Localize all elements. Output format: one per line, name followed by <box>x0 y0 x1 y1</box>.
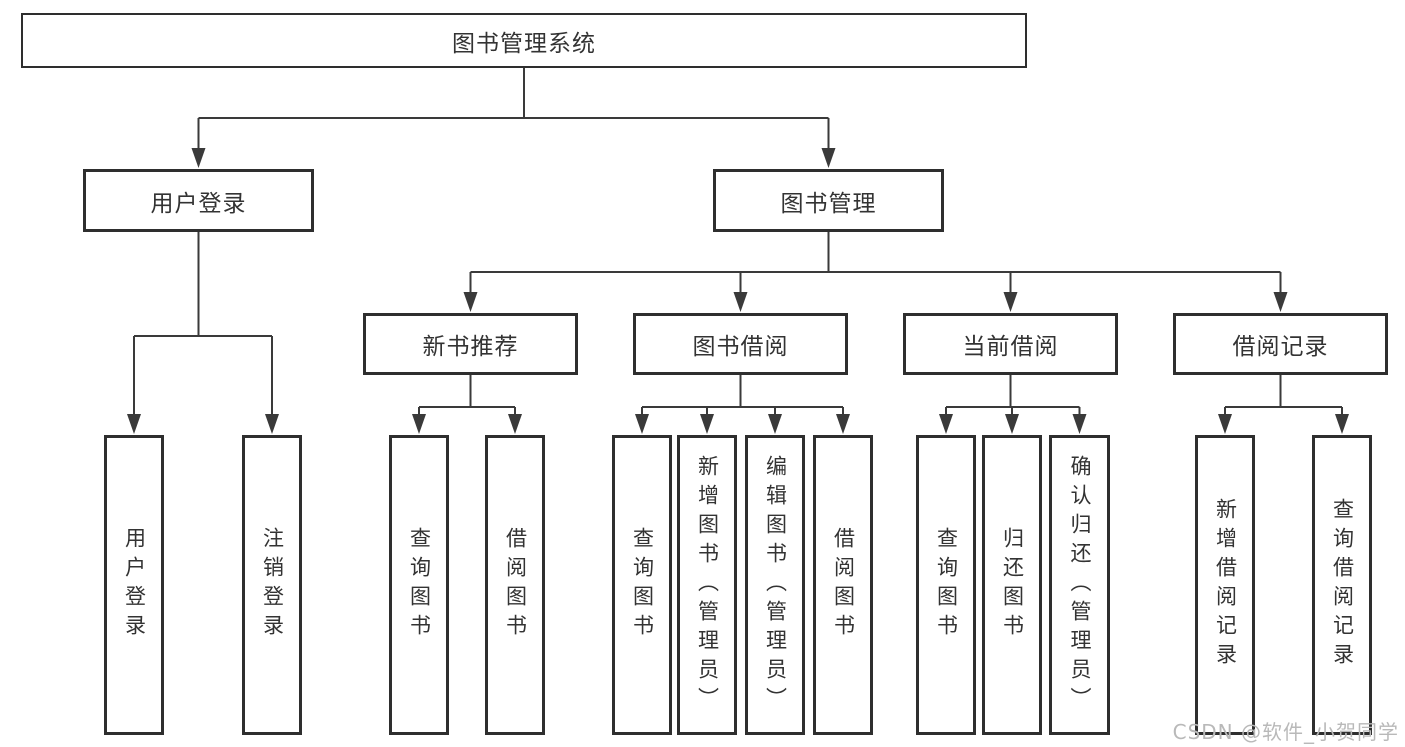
node-label: 查询图书 <box>630 527 655 643</box>
node-label: 查询图书 <box>934 527 959 643</box>
leaf-query-books-recommend: 查询图书 <box>389 435 449 735</box>
node-label: 用户登录 <box>122 527 147 643</box>
node-new-book-recommendation: 新书推荐 <box>363 313 578 375</box>
node-label: 注销登录 <box>260 527 285 643</box>
node-borrowing-records: 借阅记录 <box>1173 313 1388 375</box>
leaf-edit-book-admin: 编辑图书（管理员） <box>745 435 805 735</box>
leaf-logout: 注销登录 <box>242 435 302 735</box>
node-label: 借阅图书 <box>831 527 856 643</box>
leaf-add-book-admin: 新增图书（管理员） <box>677 435 737 735</box>
node-library-management-system: 图书管理系统 <box>21 13 1027 68</box>
leaf-confirm-return-admin: 确认归还（管理员） <box>1049 435 1110 735</box>
node-label: 确认归还（管理员） <box>1068 454 1093 716</box>
leaf-query-books-borrow: 查询图书 <box>612 435 672 735</box>
node-label: 新书推荐 <box>422 334 519 360</box>
node-label: 图书管理 <box>780 190 877 217</box>
csdn-watermark: CSDN @软件_小贺同学 <box>1172 720 1399 744</box>
node-user-login: 用户登录 <box>83 169 314 232</box>
node-label: 新增图书（管理员） <box>695 454 720 716</box>
leaf-borrow-books-borrow: 借阅图书 <box>813 435 873 735</box>
leaf-query-books-current: 查询图书 <box>916 435 976 735</box>
leaf-borrow-books-recommend: 借阅图书 <box>485 435 545 735</box>
node-label: 归还图书 <box>1000 527 1025 643</box>
node-label: 编辑图书（管理员） <box>763 454 788 716</box>
node-label: 用户登录 <box>150 190 247 217</box>
node-label: 当前借阅 <box>962 334 1059 360</box>
node-label: 查询图书 <box>407 527 432 643</box>
node-label: 图书借阅 <box>692 334 789 360</box>
node-book-borrowing: 图书借阅 <box>633 313 848 375</box>
node-label: 新增借阅记录 <box>1213 498 1238 672</box>
node-label: 图书管理系统 <box>452 30 596 57</box>
node-current-borrowing: 当前借阅 <box>903 313 1118 375</box>
leaf-user-login: 用户登录 <box>104 435 164 735</box>
node-label: 查询借阅记录 <box>1330 498 1355 672</box>
leaf-add-borrow-record: 新增借阅记录 <box>1195 435 1255 735</box>
leaf-query-borrow-record: 查询借阅记录 <box>1312 435 1372 735</box>
node-book-management: 图书管理 <box>713 169 944 232</box>
leaf-return-books: 归还图书 <box>982 435 1042 735</box>
node-label: 借阅记录 <box>1232 334 1329 360</box>
node-label: 借阅图书 <box>503 527 528 643</box>
